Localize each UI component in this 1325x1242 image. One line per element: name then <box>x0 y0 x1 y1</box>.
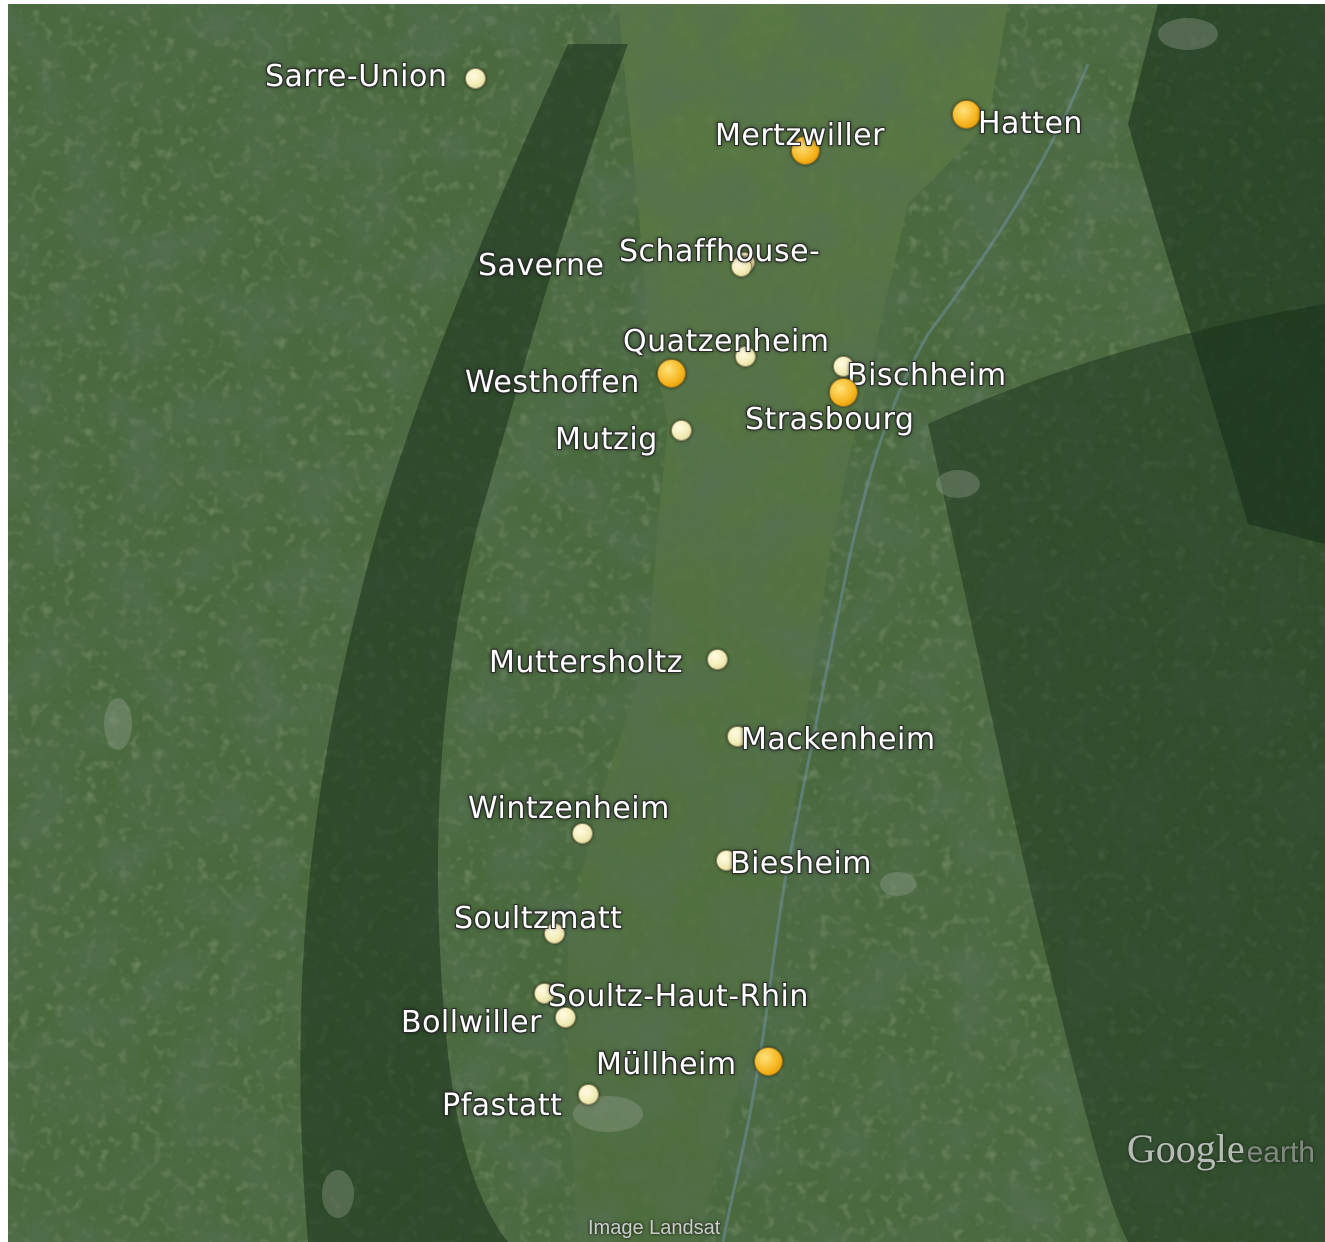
large-dot-icon[interactable] <box>657 359 686 388</box>
place-label: Müllheim <box>596 1047 737 1082</box>
small-dot-icon[interactable] <box>735 346 756 367</box>
place-label: Westhoffen <box>465 365 640 400</box>
small-dot-icon[interactable] <box>716 850 737 871</box>
place-label: Mutzig <box>555 422 658 457</box>
large-dot-icon[interactable] <box>791 136 820 165</box>
place-label: Mackenheim <box>741 722 936 757</box>
place-label: Pfastatt <box>442 1088 563 1123</box>
small-dot-icon[interactable] <box>465 68 486 89</box>
place-label: Bollwiller <box>401 1005 542 1040</box>
place-label: Muttersholtz <box>489 645 684 680</box>
small-dot-icon[interactable] <box>544 923 565 944</box>
small-dot-icon[interactable] <box>572 823 593 844</box>
product-text: earth <box>1246 1136 1315 1169</box>
small-dot-icon[interactable] <box>671 420 692 441</box>
google-earth-logo: Googleearth <box>1127 1125 1315 1172</box>
small-dot-icon[interactable] <box>727 726 748 747</box>
large-dot-icon[interactable] <box>754 1047 783 1076</box>
satellite-imagery <box>8 4 1325 1242</box>
small-dot-icon[interactable] <box>707 649 728 670</box>
place-label: Mertzwiller <box>715 118 886 153</box>
place-label: Sarre-Union <box>265 59 448 94</box>
place-label: Saverne <box>478 248 605 283</box>
place-label: Soultzmatt <box>454 901 623 936</box>
large-dot-icon[interactable] <box>829 378 858 407</box>
place-label: Biesheim <box>730 846 873 881</box>
place-label: Strasbourg <box>745 402 915 437</box>
small-dot-icon[interactable] <box>578 1084 599 1105</box>
large-dot-icon[interactable] <box>952 100 981 129</box>
place-label: Quatzenheim <box>623 324 830 359</box>
place-label: Wintzenheim <box>468 791 670 826</box>
place-label: Schaffhouse- <box>619 234 821 269</box>
small-dot-icon[interactable] <box>833 356 854 377</box>
small-dot-icon[interactable] <box>534 983 555 1004</box>
place-label: Bischheim <box>847 358 1007 393</box>
imagery-attribution: Image Landsat <box>588 1217 721 1239</box>
small-dot-icon[interactable] <box>555 1007 576 1028</box>
place-label: Hatten <box>978 106 1083 141</box>
brand-text: Google <box>1126 1126 1245 1171</box>
small-dot-icon[interactable] <box>731 256 752 277</box>
place-label: Soultz-Haut-Rhin <box>548 979 809 1014</box>
